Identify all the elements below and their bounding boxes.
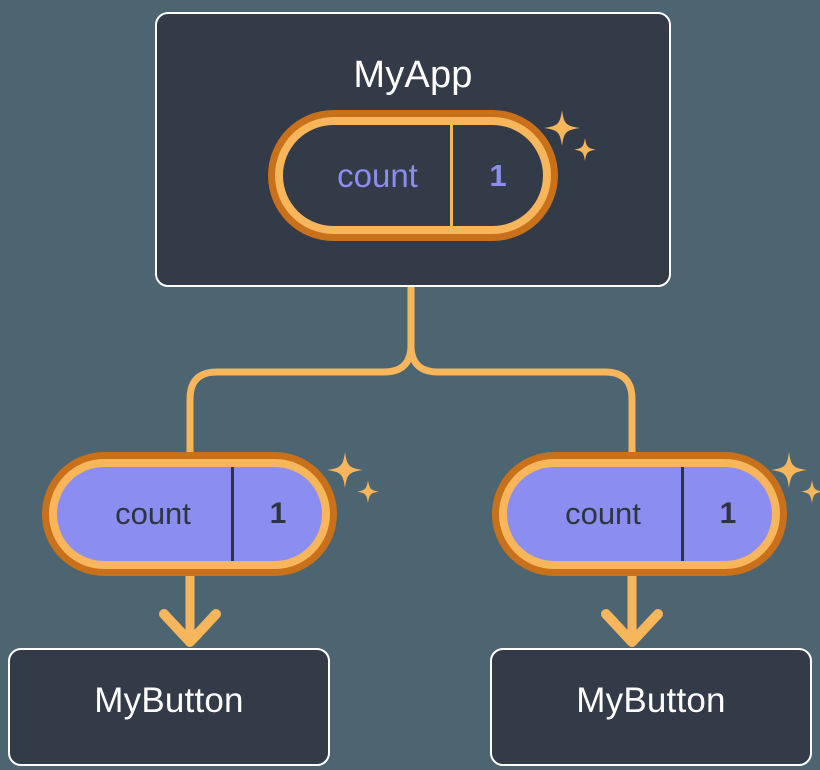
state-pill-right[interactable]: count 1	[492, 452, 787, 576]
state-value: 1	[231, 467, 322, 561]
component-card-mybutton-left[interactable]: MyButton	[8, 648, 330, 766]
state-value: 1	[450, 125, 543, 226]
state-pill-body: count 1	[57, 467, 322, 561]
connector-to-left	[186, 344, 415, 458]
component-card-mybutton-right[interactable]: MyButton	[490, 648, 812, 766]
state-pill-body: count 1	[283, 125, 543, 226]
state-name: count	[565, 496, 641, 531]
state-pill-ring: count 1	[49, 459, 330, 569]
connector-to-right	[407, 344, 636, 458]
state-name: count	[337, 156, 418, 194]
component-title: MyButton	[94, 681, 244, 720]
arrow-right	[601, 572, 663, 647]
state-pill-myapp[interactable]: count 1	[268, 110, 558, 241]
page-title: MyApp	[353, 54, 473, 96]
arrow-left	[159, 572, 221, 647]
state-pill-ring: count 1	[275, 117, 551, 234]
state-pill-ring: count 1	[499, 459, 780, 569]
state-pill-left[interactable]: count 1	[42, 452, 337, 576]
state-value: 1	[681, 467, 772, 561]
component-title: MyButton	[576, 681, 726, 720]
state-pill-body: count 1	[507, 467, 772, 561]
state-name: count	[115, 496, 191, 531]
